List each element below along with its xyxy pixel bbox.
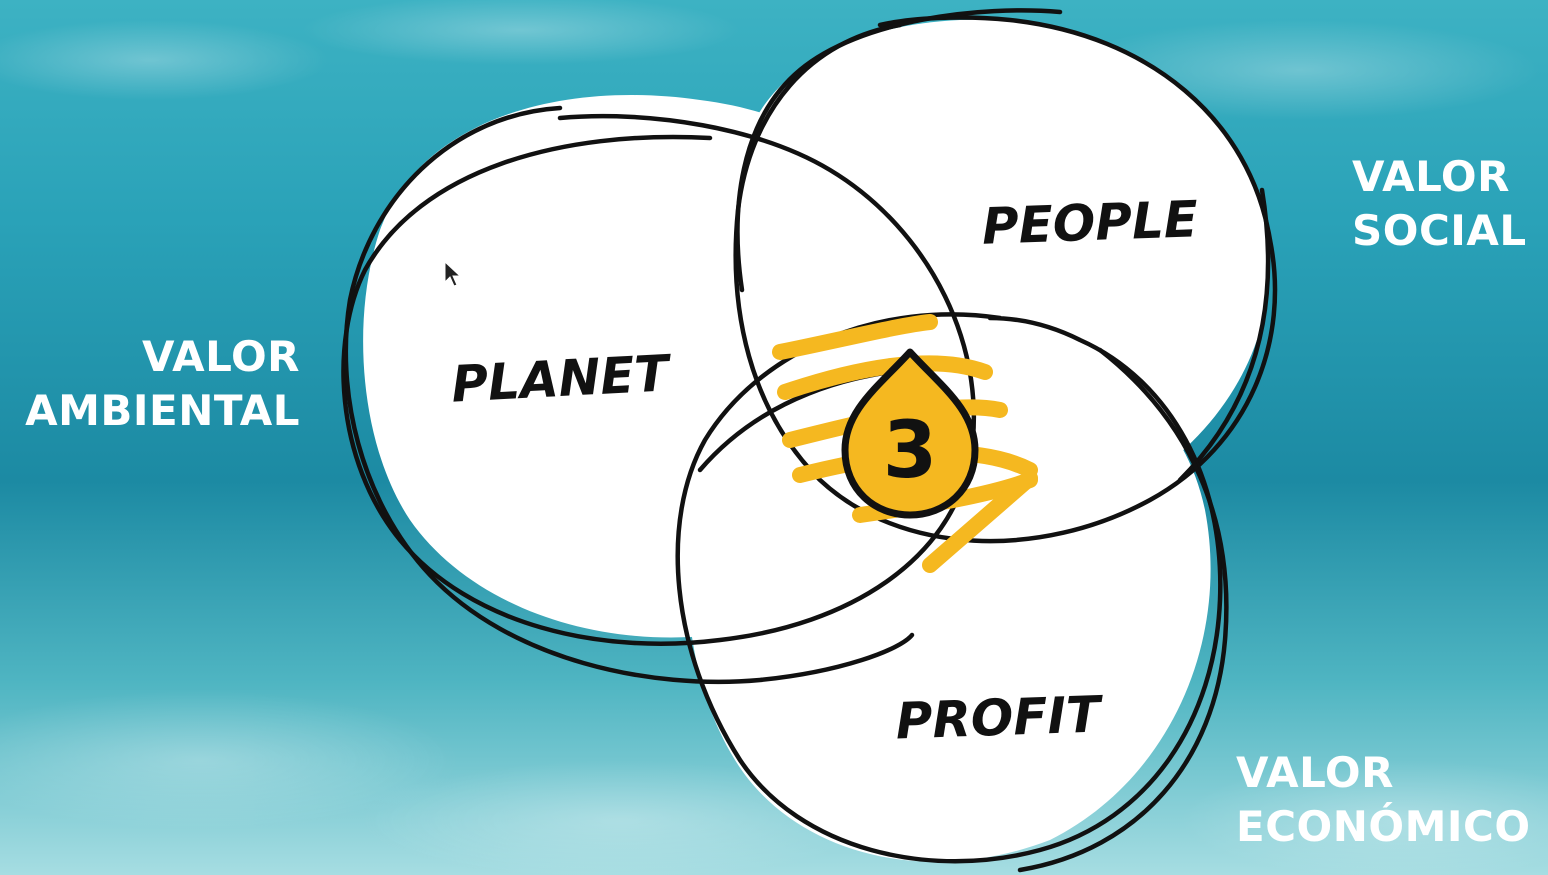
valor-social-line-2: SOCIAL: [1352, 204, 1527, 258]
center-badge-number: 3: [883, 406, 937, 496]
valor-social-line-1: VALOR: [1352, 150, 1527, 204]
valor-economico-label: VALOR ECONÓMICO: [1236, 746, 1531, 854]
valor-economico-line-1: VALOR: [1236, 746, 1531, 800]
valor-ambiental-line-2: AMBIENTAL: [10, 384, 300, 438]
profit-label: PROFIT: [895, 685, 1105, 750]
people-label: PEOPLE: [981, 190, 1199, 256]
valor-social-label: VALOR SOCIAL: [1352, 150, 1527, 258]
valor-economico-line-2: ECONÓMICO: [1236, 800, 1531, 854]
valor-ambiental-line-1: VALOR: [10, 330, 300, 384]
planet-label: PLANET: [450, 344, 674, 413]
valor-ambiental-label: VALOR AMBIENTAL: [10, 330, 300, 438]
